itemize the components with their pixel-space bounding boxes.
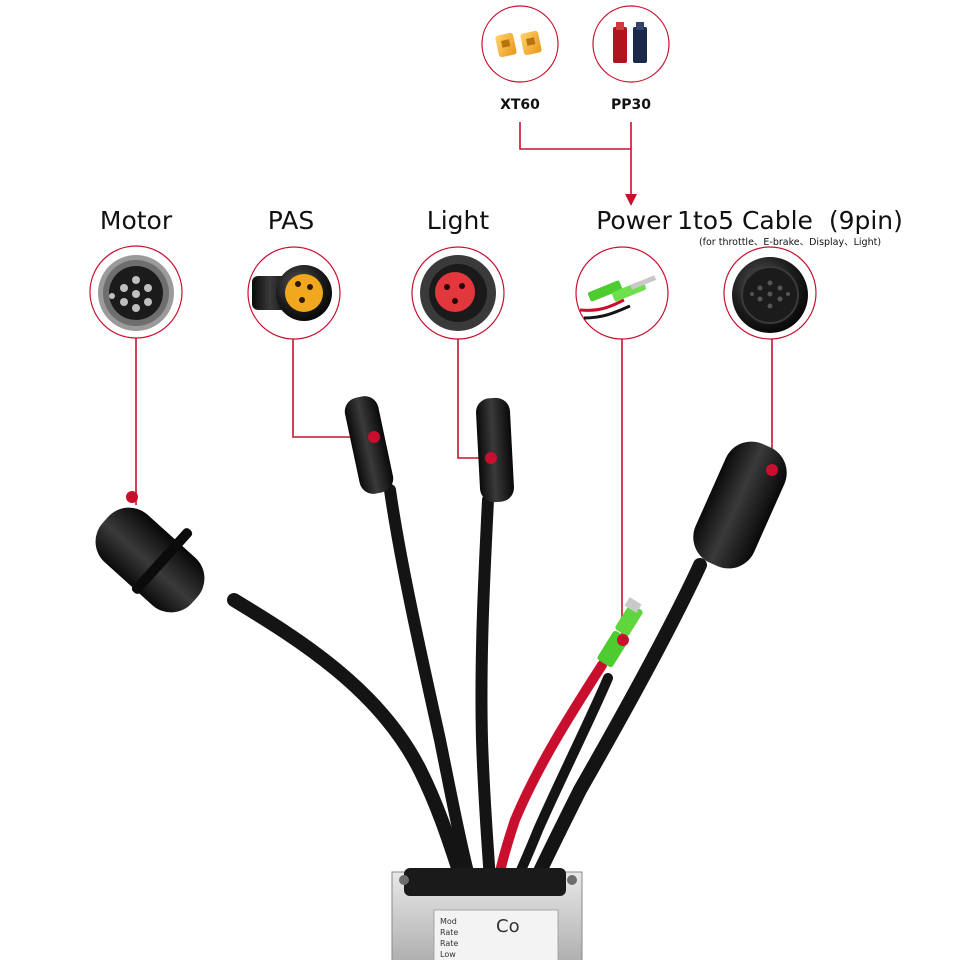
cable-label: 1to5 Cable (9pin)	[677, 206, 903, 235]
power-arrowhead	[625, 194, 637, 206]
pas-plug	[344, 396, 394, 494]
power-label: Power	[596, 206, 672, 235]
controller-label-line: Rate	[440, 928, 458, 937]
motor-pins-icon	[109, 276, 152, 312]
cable-plug	[693, 441, 787, 569]
screw-icon	[567, 875, 577, 885]
motor-callout-dot	[126, 491, 138, 503]
motor-plug	[95, 491, 205, 613]
pas-connector-callout	[247, 246, 341, 340]
cable-note: (for throttle、E-brake、Display、Light)	[699, 237, 881, 248]
pp30-plug-callout	[592, 5, 670, 83]
power-connector-callout	[575, 246, 669, 340]
power-options-bracket	[519, 122, 632, 196]
light-connector-callout	[411, 246, 505, 340]
light-callout-dot	[485, 452, 497, 464]
controller-label-line: Rate	[440, 939, 458, 948]
pas-callout-dot	[368, 431, 380, 443]
pas-pins-icon	[295, 281, 313, 303]
xt60-plug-callout	[481, 5, 559, 83]
controller-label-line: Low	[440, 950, 456, 959]
cable-callout-dot	[766, 464, 778, 476]
controller-label-line: Mod	[440, 917, 457, 926]
pp30-plug-icon	[613, 22, 647, 63]
controller-label-head: Co	[496, 916, 520, 937]
light-label: Light	[427, 206, 490, 235]
cable-pins-icon	[750, 280, 790, 309]
pas-label: PAS	[268, 206, 314, 235]
motor-connector-callout	[89, 245, 183, 339]
motor-label: Motor	[100, 206, 173, 235]
light-plug	[476, 397, 514, 503]
xt60-plug-icon	[495, 30, 542, 58]
wire-harness	[227, 484, 707, 889]
screw-icon	[399, 875, 409, 885]
cable-connector-callout	[723, 246, 817, 340]
power-terminal-icon	[587, 275, 657, 302]
leader-lines	[135, 338, 773, 640]
power-terminals	[597, 597, 643, 668]
light-pins-icon	[444, 283, 465, 304]
pp30-label: PP30	[611, 97, 651, 113]
xt60-label: XT60	[500, 97, 540, 113]
controller-housing: Co Mod Rate Rate Low	[391, 868, 583, 960]
power-callout-dot	[617, 634, 629, 646]
